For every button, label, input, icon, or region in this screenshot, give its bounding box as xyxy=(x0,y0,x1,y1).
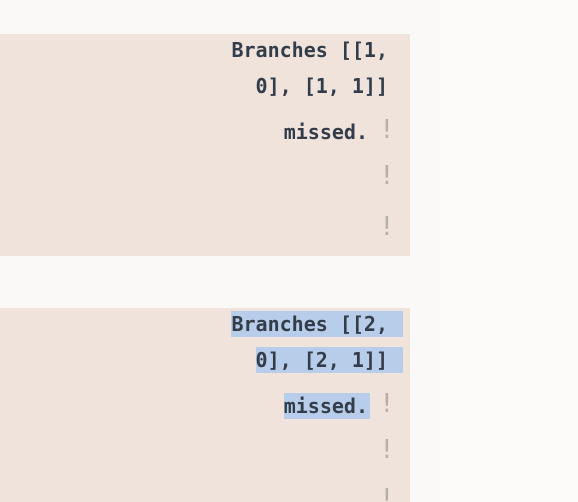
coverage-annotation-2: Branches [[2, 0], [2, 1]] missed. ! ! ! xyxy=(0,308,410,502)
right-pane xyxy=(440,0,578,502)
missed-branch-marker: ! xyxy=(381,115,392,145)
missed-branch-marker: ! xyxy=(381,161,392,191)
annotation-line-3: missed. xyxy=(283,393,370,419)
annotation-line-1: Branches [[2, xyxy=(231,311,403,337)
missed-branch-marker: ! xyxy=(381,435,392,465)
missed-branch-marker: ! xyxy=(381,212,392,242)
missed-branch-marker: ! xyxy=(381,484,392,502)
missed-branch-marker: ! xyxy=(381,389,392,419)
annotation-line-2: 0], [2, 1]] xyxy=(255,347,403,373)
annotation-line-1: Branches [[1, xyxy=(231,38,388,62)
coverage-annotation-1: Branches [[1, 0], [1, 1]] missed. ! ! ! xyxy=(0,34,410,256)
annotation-line-3: missed. xyxy=(283,120,368,144)
annotation-line-2: 0], [1, 1]] xyxy=(255,74,388,98)
